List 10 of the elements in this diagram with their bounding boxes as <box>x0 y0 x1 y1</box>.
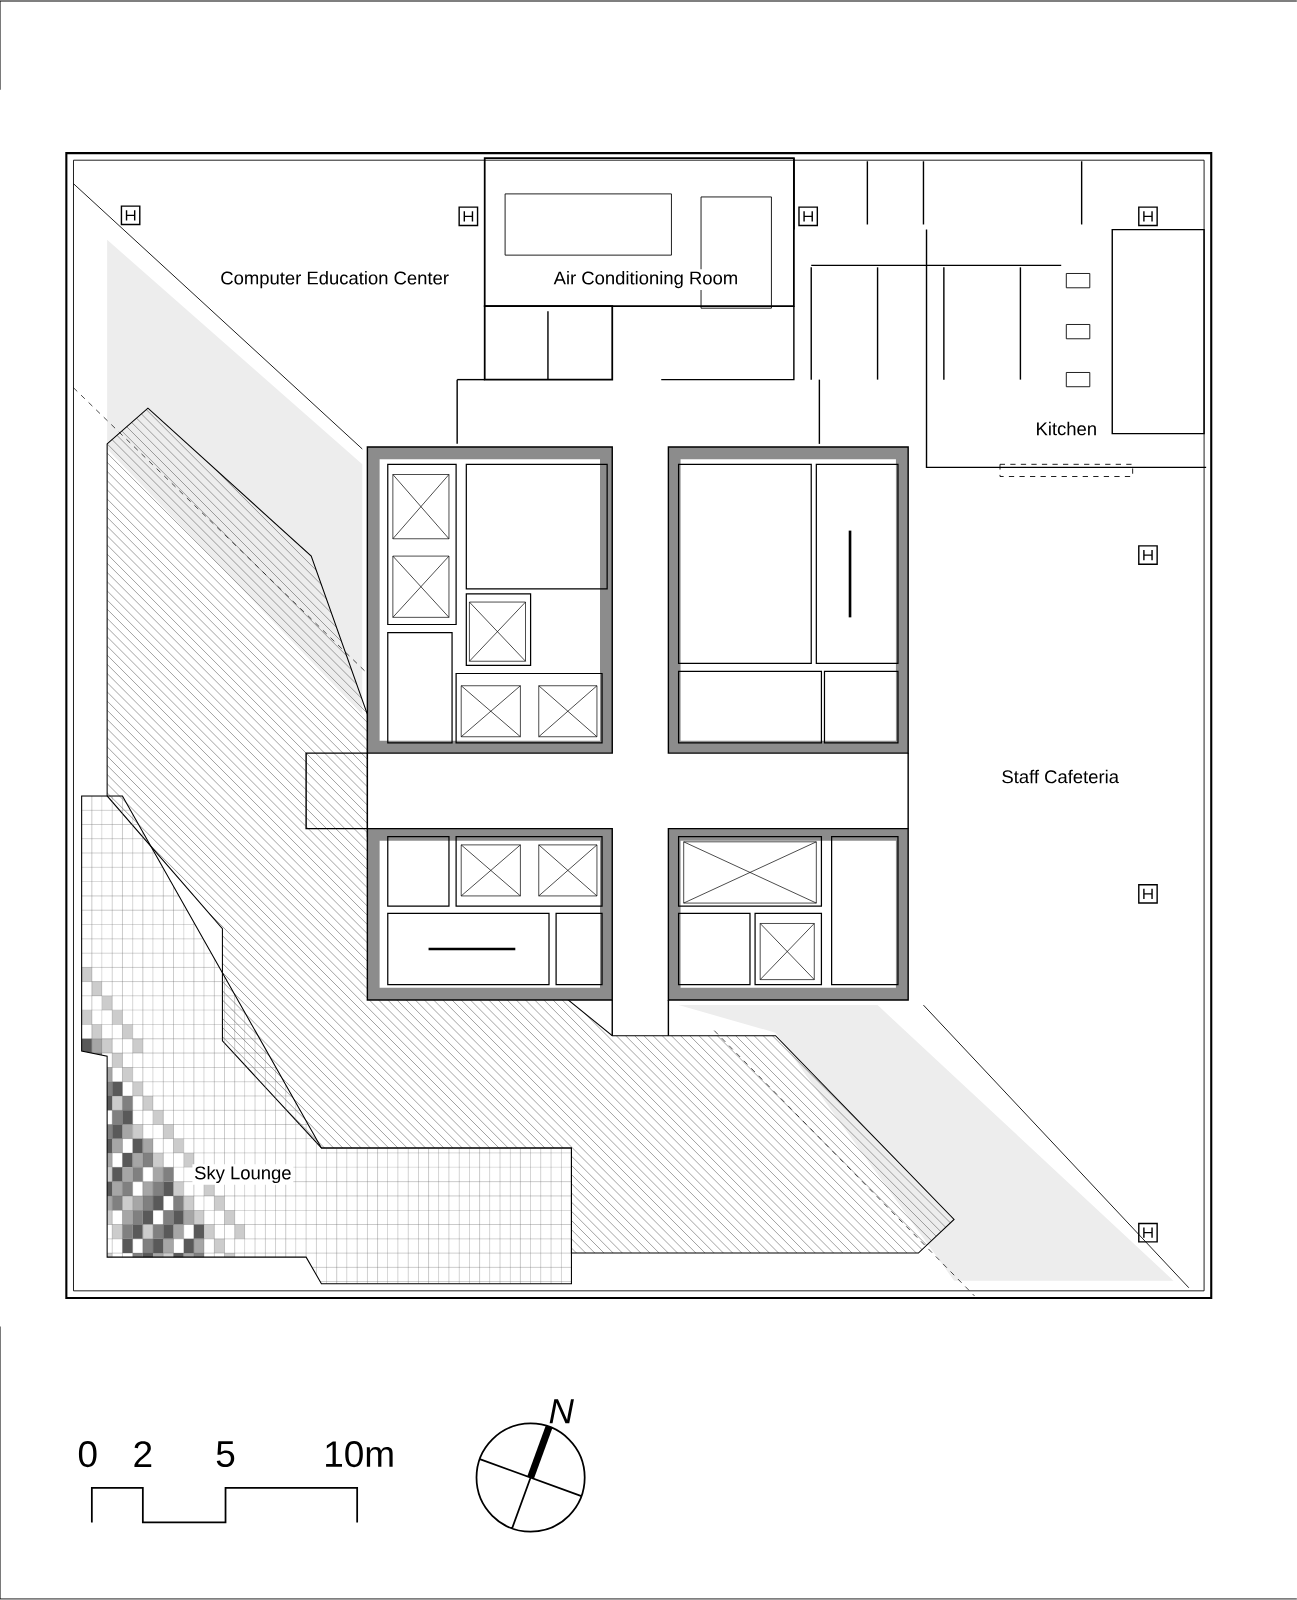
scale-number: 5 <box>216 1441 235 1467</box>
room-label: Computer Education Center <box>218 269 451 290</box>
scale-number: 10m <box>326 1441 393 1468</box>
room-label: Air Conditioning Room <box>551 269 741 290</box>
north-label: N <box>549 1399 574 1424</box>
room-label: Staff Cafeteria <box>999 768 1121 786</box>
room-label: Kitchen <box>1033 420 1099 438</box>
scale-number: 0 <box>78 1441 97 1468</box>
room-label: Sky Lounge <box>192 1164 294 1185</box>
scale-number: 2 <box>134 1441 152 1467</box>
